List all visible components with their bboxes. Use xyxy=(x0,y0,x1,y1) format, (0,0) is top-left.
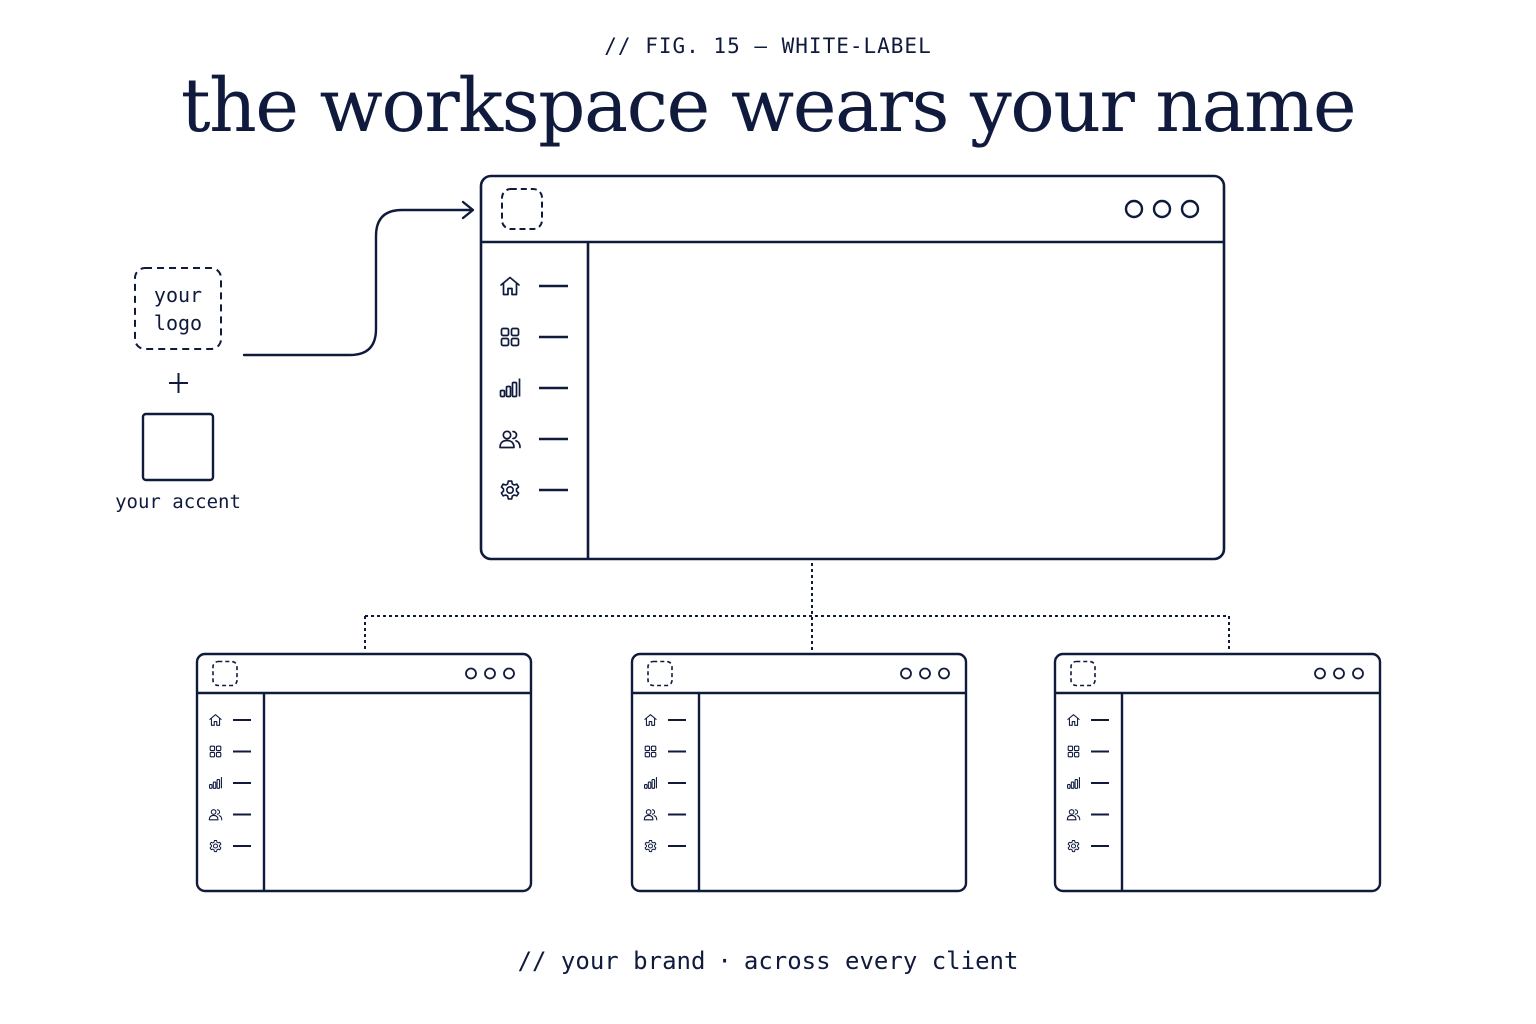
sidebar-nav-item[interactable] xyxy=(644,839,686,853)
sidebar-nav-item[interactable] xyxy=(643,809,686,821)
logo-slot xyxy=(647,660,673,687)
sidebar-nav-item[interactable] xyxy=(499,430,568,449)
figure-title: the workspace wears your name xyxy=(180,63,1357,149)
logo-placeholder xyxy=(134,267,222,350)
sidebar-nav-item[interactable] xyxy=(1067,745,1109,758)
sidebar-nav-item[interactable] xyxy=(209,776,251,789)
window-control-dot[interactable] xyxy=(938,667,950,680)
accent-swatch xyxy=(141,412,215,482)
window-frame xyxy=(1053,652,1382,893)
sidebar-nav-item[interactable] xyxy=(644,745,686,758)
figure-label: // FIG. 15 — WHITE-LABEL xyxy=(604,34,932,58)
sidebar-nav-item[interactable] xyxy=(499,377,569,398)
window-control-dot[interactable] xyxy=(1180,199,1200,219)
logo-to-window-arrow xyxy=(242,200,475,357)
tree-connector xyxy=(364,563,1230,651)
master-app-window xyxy=(479,174,1226,561)
window-frame xyxy=(630,652,968,893)
sidebar-nav-item[interactable] xyxy=(644,714,686,726)
sidebar-nav-item[interactable] xyxy=(209,745,251,758)
figure-caption: // your brand · across every client xyxy=(0,947,1536,975)
client-app-window xyxy=(630,652,968,893)
window-control-dot[interactable] xyxy=(1314,667,1326,680)
sidebar-nav-item[interactable] xyxy=(209,714,251,726)
window-control-dot[interactable] xyxy=(465,667,477,680)
window-control-dot[interactable] xyxy=(1333,667,1345,680)
plus-symbol xyxy=(169,373,188,393)
logo-placeholder-label: your logo xyxy=(153,283,203,335)
window-control-dot[interactable] xyxy=(900,667,912,680)
caption-separator: · xyxy=(717,947,732,975)
window-control-dot[interactable] xyxy=(1124,199,1144,219)
client-app-window xyxy=(195,652,533,893)
sidebar-nav-item[interactable] xyxy=(644,776,686,789)
sidebar-nav-item[interactable] xyxy=(500,276,568,296)
window-frame xyxy=(479,174,1226,561)
sidebar-nav-item[interactable] xyxy=(1067,776,1109,789)
window-control-dot[interactable] xyxy=(1152,199,1172,219)
master-window xyxy=(479,174,1226,561)
caption-left: // your brand xyxy=(517,947,706,975)
sidebar-nav-item[interactable] xyxy=(208,809,251,821)
sidebar-nav-item[interactable] xyxy=(1066,809,1109,821)
sidebar-nav-item[interactable] xyxy=(209,839,251,853)
window-frame xyxy=(195,652,533,893)
sidebar-nav-item[interactable] xyxy=(500,327,569,347)
accent-label: your accent xyxy=(115,491,241,513)
window-control-dot[interactable] xyxy=(919,667,931,680)
sidebar-nav-item[interactable] xyxy=(1067,714,1109,726)
sidebar-nav-item[interactable] xyxy=(500,480,568,500)
logo-slot xyxy=(212,660,238,687)
sidebar-nav-item[interactable] xyxy=(1067,839,1109,853)
window-control-dot[interactable] xyxy=(1352,667,1364,680)
logo-slot xyxy=(501,188,543,230)
window-control-dot[interactable] xyxy=(484,667,496,680)
caption-right: across every client xyxy=(743,947,1019,975)
logo-slot xyxy=(1070,660,1096,687)
client-windows xyxy=(195,652,1382,893)
window-control-dot[interactable] xyxy=(503,667,515,680)
client-app-window xyxy=(1053,652,1382,893)
